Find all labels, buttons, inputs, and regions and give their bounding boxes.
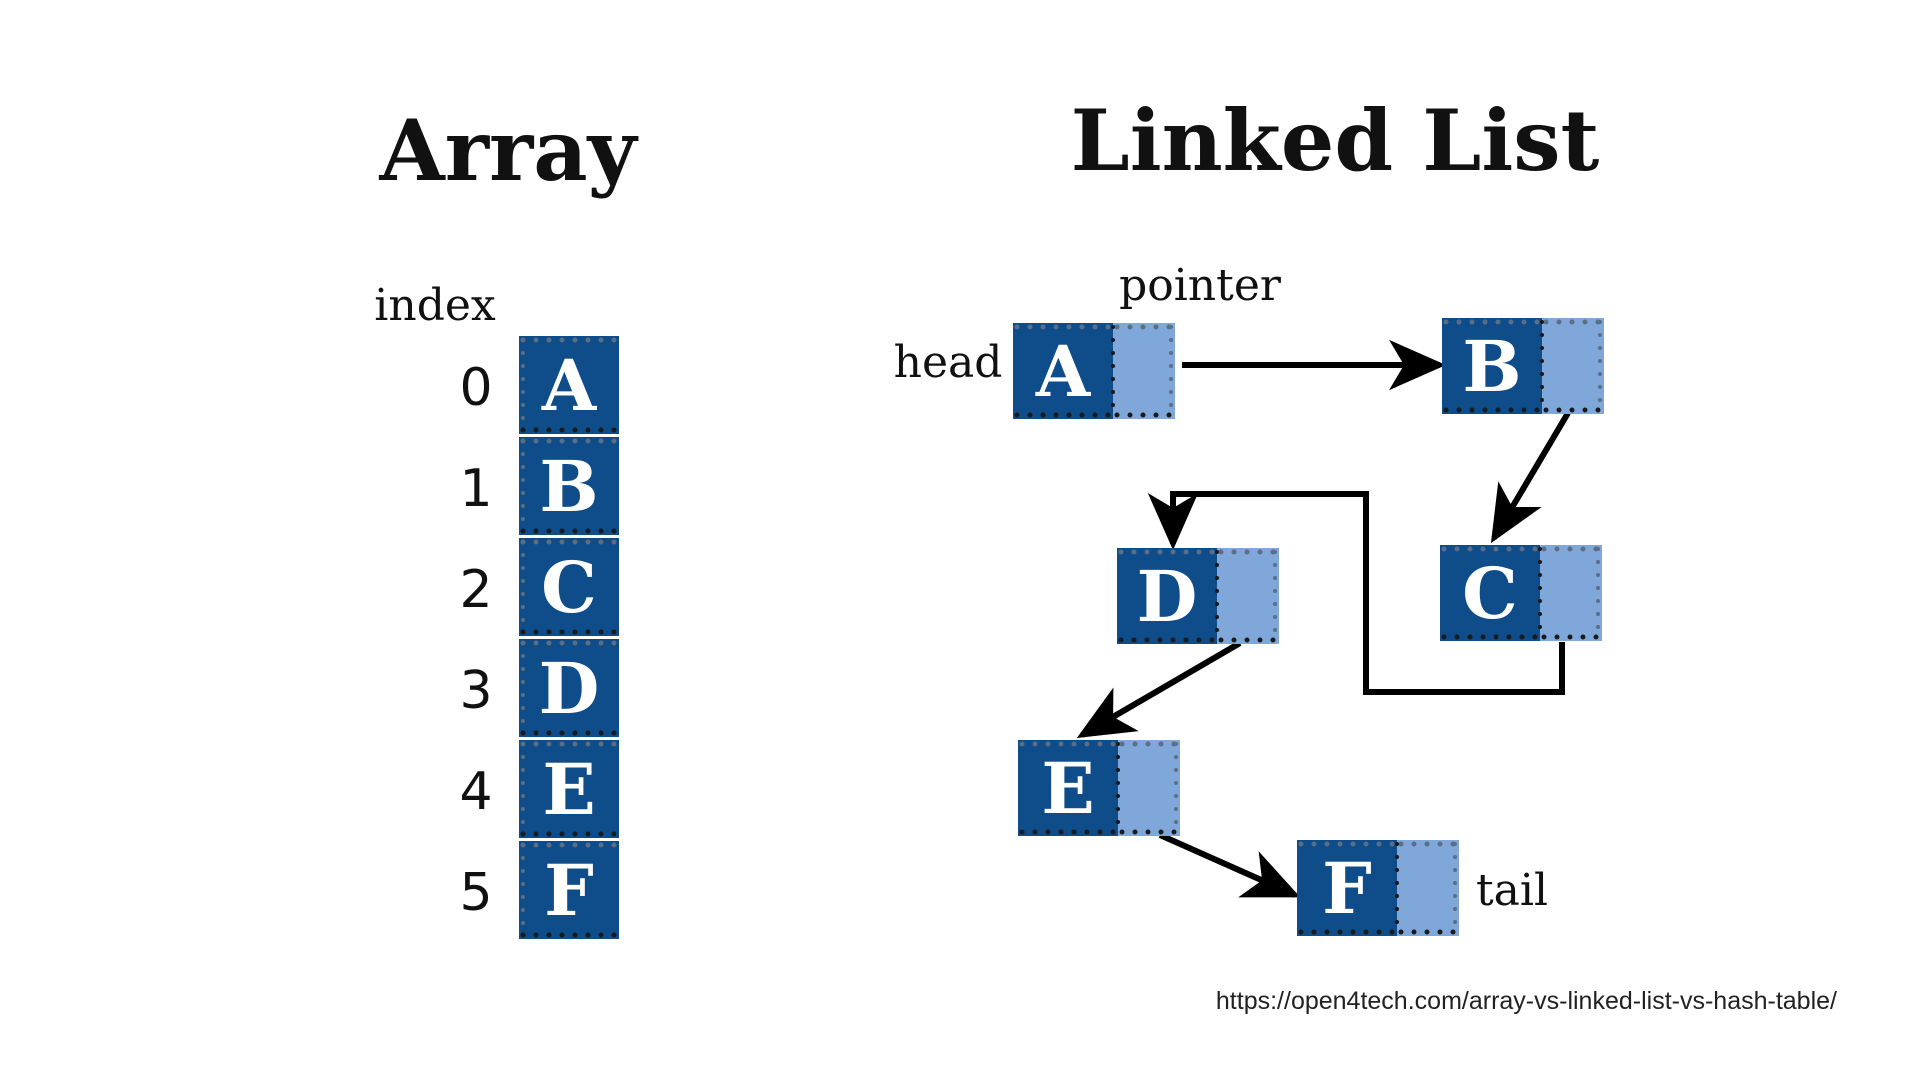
array-cell-value: D (539, 647, 600, 730)
array-cell-value: E (542, 748, 595, 831)
array-title: Array (379, 101, 639, 200)
array-cell-value: A (541, 344, 598, 427)
list-node: E (1018, 740, 1181, 836)
array-cell-box (519, 336, 619, 434)
arrow-e-to-f (1158, 832, 1301, 898)
array-index-label: index (374, 280, 496, 331)
array-index-number: 4 (459, 762, 492, 822)
node-data-box (1297, 840, 1397, 936)
array-cell-value: F (544, 849, 594, 932)
source-url[interactable]: https://open4tech.com/array-vs-linked-li… (1216, 987, 1837, 1015)
array-cell: D3 (459, 639, 620, 737)
list-node: B (1442, 318, 1605, 414)
node-value: D (1137, 555, 1198, 638)
node-pointer-box (1540, 545, 1602, 641)
node-data-box (1440, 545, 1540, 641)
array-cell-value: B (539, 445, 598, 528)
array-cell: A0 (459, 336, 620, 434)
node-data-box (1117, 548, 1217, 644)
node-value: E (1041, 747, 1094, 830)
node-value: C (1462, 552, 1518, 635)
linked-list-nodes: A B C D E F (1013, 318, 1605, 936)
node-pointer-box (1542, 318, 1604, 414)
array-index-number: 0 (459, 358, 492, 418)
array-cell: F5 (459, 841, 620, 939)
list-node: C (1440, 545, 1603, 641)
array-cell: C2 (459, 538, 620, 636)
array-cell-box (519, 639, 619, 737)
node-pointer-box (1113, 323, 1175, 419)
node-value: F (1322, 847, 1372, 930)
linked-list-arrows (1076, 339, 1571, 898)
array-cell: E4 (459, 740, 620, 838)
array-index-number: 5 (459, 863, 492, 923)
node-value: B (1462, 325, 1521, 408)
array-index-number: 3 (459, 661, 492, 721)
tail-label: tail (1476, 865, 1548, 916)
node-data-box (1442, 318, 1542, 414)
arrow-d-to-e (1076, 640, 1242, 739)
array-index-number: 1 (459, 459, 492, 519)
node-pointer-box (1397, 840, 1459, 936)
array-cell-value: C (541, 546, 597, 629)
node-value: A (1035, 330, 1092, 413)
head-label: head (894, 337, 1003, 388)
linked-list-title: Linked List (1071, 91, 1600, 190)
array-cell: B1 (459, 437, 620, 535)
list-node: A (1013, 323, 1176, 419)
list-node: F (1297, 840, 1460, 936)
node-data-box (1013, 323, 1113, 419)
pointer-label: pointer (1119, 260, 1282, 311)
arrow-c-to-d (1147, 491, 1565, 695)
array-cell-box (519, 740, 619, 838)
array-cell-box (519, 538, 619, 636)
list-node: D (1117, 548, 1280, 644)
array-index-number: 2 (459, 560, 492, 620)
arrow-b-to-c (1490, 411, 1571, 544)
node-data-box (1018, 740, 1118, 836)
node-pointer-box (1217, 548, 1279, 644)
array-cell-box (519, 841, 619, 939)
array-cell-box (519, 437, 619, 535)
node-pointer-box (1118, 740, 1180, 836)
